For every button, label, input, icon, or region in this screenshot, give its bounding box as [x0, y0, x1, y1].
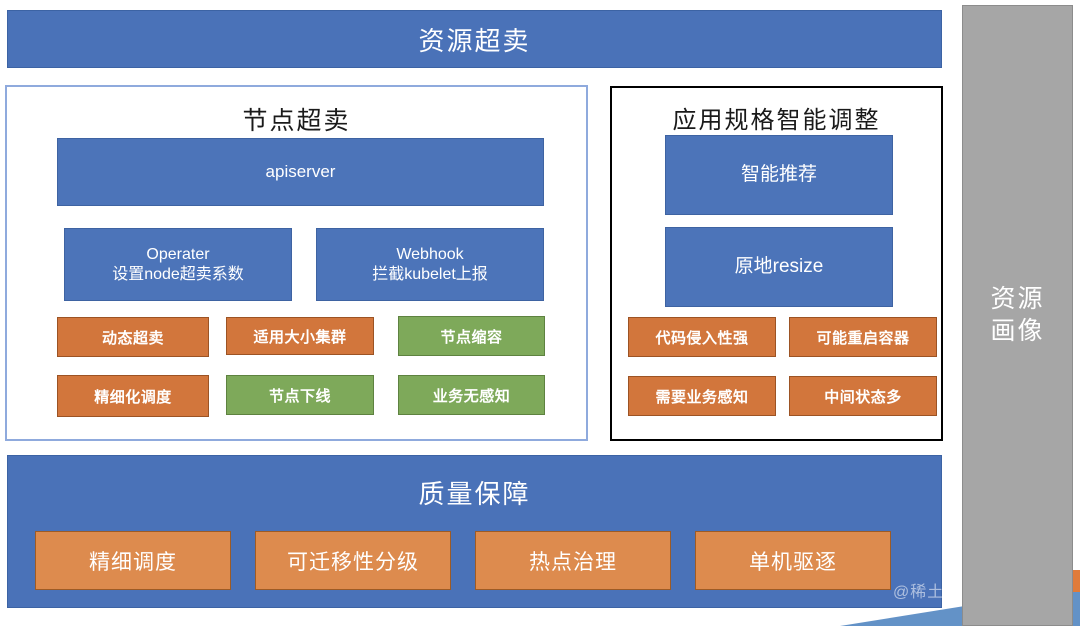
node-tag-fine-scheduling[interactable]: 精细化调度	[57, 375, 209, 417]
node-tag-label: 节点缩容	[440, 328, 503, 346]
header-title-text: 资源超卖	[418, 25, 531, 56]
app-tag-intermediate-states[interactable]: 中间状态多	[789, 376, 937, 416]
quality-tag-fine-scheduling[interactable]: 精细调度	[35, 531, 231, 590]
smart-recommend-box[interactable]: 智能推荐	[665, 135, 893, 215]
app-tag-label: 代码侵入性强	[655, 329, 749, 347]
resource-profile-column[interactable]: 资源 画像	[962, 5, 1073, 626]
quality-panel-title: 质量保障	[418, 479, 531, 509]
resource-profile-line1: 资源	[990, 285, 1045, 314]
inplace-resize-label: 原地resize	[734, 256, 824, 278]
quality-tag-migratability-grading[interactable]: 可迁移性分级	[255, 531, 451, 590]
node-tag-dynamic-oversell[interactable]: 动态超卖	[57, 317, 209, 357]
smart-recommend-label: 智能推荐	[740, 164, 817, 186]
apiserver-box[interactable]: apiserver	[57, 138, 544, 206]
node-tag-label: 业务无感知	[432, 387, 511, 405]
node-tag-cluster-size[interactable]: 适用大小集群	[226, 317, 374, 355]
app-tag-restart-container[interactable]: 可能重启容器	[789, 317, 937, 357]
webhook-subtitle: 拦截kubelet上报	[372, 265, 488, 283]
node-tag-business-transparent[interactable]: 业务无感知	[398, 375, 545, 415]
node-tag-label: 精细化调度	[94, 388, 172, 406]
app-tag-business-aware[interactable]: 需要业务感知	[628, 376, 776, 416]
app-spec-panel: 应用规格智能调整 智能推荐 原地resize 代码侵入性强 可能重启容器 需要业…	[610, 86, 943, 441]
quality-tag-node-eviction[interactable]: 单机驱逐	[695, 531, 891, 590]
node-tag-label: 适用大小集群	[253, 328, 347, 346]
resource-profile-line2: 画像	[990, 316, 1045, 345]
node-tag-node-offline[interactable]: 节点下线	[226, 375, 374, 415]
app-panel-title: 应用规格智能调整	[672, 107, 881, 134]
operater-subtitle: 设置node超卖系数	[112, 265, 244, 283]
app-tag-label: 需要业务感知	[655, 388, 749, 406]
operater-title: Operater	[146, 245, 210, 263]
app-tag-label: 可能重启容器	[816, 329, 910, 347]
apiserver-label: apiserver	[265, 162, 336, 182]
node-panel-title: 节点超卖	[242, 107, 351, 135]
operater-box[interactable]: Operater 设置node超卖系数	[64, 228, 292, 301]
node-tag-node-scale-in[interactable]: 节点缩容	[398, 316, 545, 356]
header-title-bar: 资源超卖	[7, 10, 942, 68]
quality-assurance-panel: 质量保障 精细调度 可迁移性分级 热点治理 单机驱逐	[7, 455, 942, 608]
node-oversell-panel: 节点超卖 apiserver Operater 设置node超卖系数 Webho…	[5, 85, 588, 441]
inplace-resize-box[interactable]: 原地resize	[665, 227, 893, 307]
resource-profile-label: 资源 画像	[990, 284, 1044, 347]
quality-tag-label: 精细调度	[89, 550, 177, 574]
node-tag-label: 节点下线	[268, 387, 331, 405]
quality-tag-hotspot-governance[interactable]: 热点治理	[475, 531, 671, 590]
node-tag-label: 动态超卖	[101, 329, 164, 347]
webhook-box[interactable]: Webhook 拦截kubelet上报	[316, 228, 544, 301]
quality-tag-label: 热点治理	[529, 550, 617, 574]
quality-tag-label: 单机驱逐	[749, 550, 837, 574]
app-tag-code-intrusive[interactable]: 代码侵入性强	[628, 317, 776, 357]
quality-tag-label: 可迁移性分级	[287, 550, 419, 574]
app-tag-label: 中间状态多	[824, 388, 902, 406]
webhook-title: Webhook	[396, 245, 464, 263]
